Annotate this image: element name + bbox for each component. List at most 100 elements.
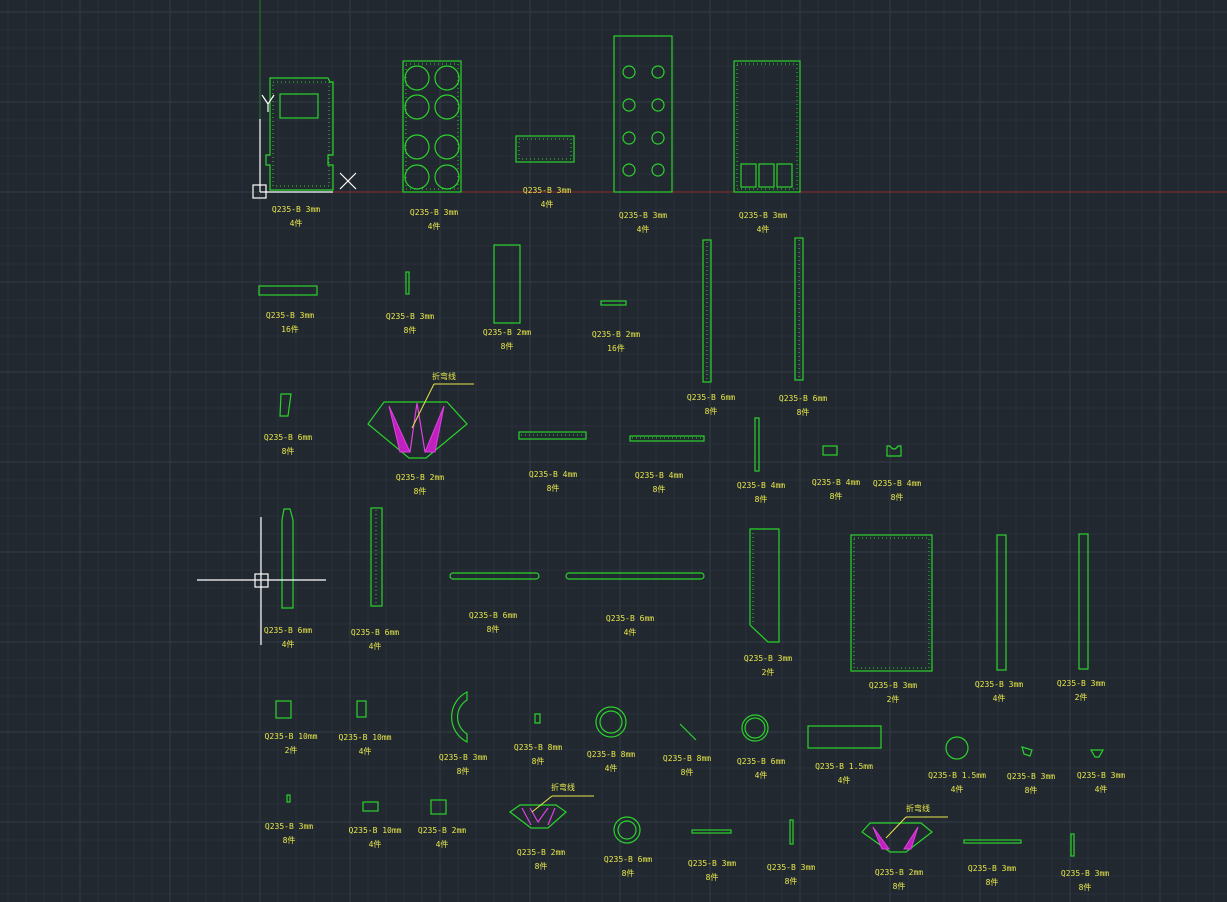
part-12-tapered-tab[interactable]	[279, 393, 292, 417]
part-20-vertical-bar[interactable]	[370, 507, 383, 607]
part-41-bent-bracket[interactable]	[508, 804, 567, 829]
part-quantity-label: 16件	[607, 343, 625, 353]
part-quantity-label: 4件	[755, 770, 768, 780]
part-quantity-label: 4件	[1095, 784, 1108, 794]
part-14-perforated-strip[interactable]	[518, 431, 587, 440]
part-18-small-saddle[interactable]	[886, 445, 902, 457]
part-40-small-square[interactable]	[430, 799, 447, 815]
part-material-label: Q235-B 10mm	[339, 733, 392, 742]
part-quantity-label: 4件	[605, 763, 618, 773]
part-17-small-block[interactable]	[822, 445, 838, 456]
part-material-label: Q235-B 6mm	[351, 628, 399, 637]
part-35-disc[interactable]	[945, 736, 969, 760]
part-quantity-label: 8件	[501, 341, 514, 351]
part-quantity-label: 8件	[706, 872, 719, 882]
part-quantity-label: 8件	[532, 756, 545, 766]
part-quantity-label: 8件	[705, 406, 718, 416]
part-material-label: Q235-B 3mm	[266, 311, 314, 320]
part-43-thin-bar[interactable]	[691, 829, 732, 834]
part-material-label: Q235-B 3mm	[975, 680, 1023, 689]
part-39-small-block[interactable]	[362, 801, 379, 812]
part-quantity-label: 8件	[282, 446, 295, 456]
part-3-small-plate[interactable]	[515, 135, 575, 163]
part-quantity-label: 8件	[893, 881, 906, 891]
part-29-arc-segment[interactable]	[451, 691, 468, 743]
part-44-short-vertical[interactable]	[789, 819, 794, 845]
part-31-ring[interactable]	[595, 706, 627, 738]
part-5-plate-with-slots[interactable]	[733, 60, 801, 193]
part-10-long-strip[interactable]	[702, 239, 712, 383]
part-34-flat-rect[interactable]	[807, 725, 882, 749]
part-19-vertical-bar[interactable]	[281, 508, 294, 609]
part-quantity-label: 2件	[1075, 692, 1088, 702]
part-25-vertical-bar[interactable]	[996, 534, 1007, 671]
part-material-label: Q235-B 3mm	[869, 681, 917, 690]
part-quantity-label: 8件	[457, 766, 470, 776]
part-9-thin-strip[interactable]	[600, 300, 627, 306]
part-36-small-tab[interactable]	[1021, 746, 1033, 757]
part-quantity-label: 8件	[755, 494, 768, 504]
part-1-plate-with-window[interactable]	[265, 77, 334, 191]
part-30-small-part[interactable]	[534, 713, 541, 724]
part-42-ring[interactable]	[613, 816, 641, 844]
part-material-label: Q235-B 3mm	[523, 186, 571, 195]
part-quantity-label: 4件	[428, 221, 441, 231]
part-45-bent-fan-small[interactable]	[861, 822, 933, 853]
part-46-thin-bar[interactable]	[963, 839, 1022, 844]
part-material-label: Q235-B 6mm	[606, 614, 654, 623]
part-2-plate-8-holes[interactable]	[402, 60, 462, 193]
bend-line-label: 折弯线	[551, 782, 575, 792]
part-47-short-vertical[interactable]	[1070, 833, 1075, 857]
part-material-label: Q235-B 8mm	[587, 750, 635, 759]
part-37-small-notch[interactable]	[1089, 749, 1105, 758]
part-15-perforated-strip[interactable]	[629, 435, 705, 442]
part-material-label: Q235-B 3mm	[272, 205, 320, 214]
part-quantity-label: 8件	[283, 835, 296, 845]
part-7-small-bar[interactable]	[405, 271, 410, 295]
part-material-label: Q235-B 10mm	[265, 732, 318, 741]
part-material-label: Q235-B 4mm	[873, 479, 921, 488]
crosshair-cursor-icon	[197, 517, 326, 645]
part-quantity-label: 2件	[887, 694, 900, 704]
part-material-label: Q235-B 3mm	[1007, 772, 1055, 781]
part-13-bent-fan-plate[interactable]	[367, 401, 468, 459]
part-27-small-square[interactable]	[275, 700, 292, 719]
part-quantity-label: 8件	[797, 407, 810, 417]
part-32-diagonal-rod[interactable]	[679, 723, 697, 741]
part-11-long-strip[interactable]	[794, 237, 804, 381]
part-quantity-label: 4件	[359, 746, 372, 756]
part-material-label: Q235-B 2mm	[418, 826, 466, 835]
part-material-label: Q235-B 2mm	[592, 330, 640, 339]
part-38-tiny-part[interactable]	[286, 794, 291, 803]
part-material-label: Q235-B 3mm	[619, 211, 667, 220]
part-22-long-horizontal-bar[interactable]	[565, 572, 705, 580]
part-material-label: Q235-B 3mm	[1057, 679, 1105, 688]
part-quantity-label: 8件	[547, 483, 560, 493]
part-23-tapered-plate[interactable]	[749, 528, 780, 643]
part-21-horizontal-bar[interactable]	[449, 572, 540, 580]
part-quantity-label: 4件	[624, 627, 637, 637]
part-material-label: Q235-B 1.5mm	[928, 771, 986, 780]
part-material-label: Q235-B 3mm	[439, 753, 487, 762]
part-33-ring[interactable]	[741, 714, 769, 742]
part-quantity-label: 8件	[1079, 882, 1092, 892]
part-quantity-label: 4件	[757, 224, 770, 234]
part-quantity-label: 8件	[414, 486, 427, 496]
part-material-label: Q235-B 3mm	[410, 208, 458, 217]
part-4-tall-plate-8-holes[interactable]	[613, 35, 673, 193]
part-material-label: Q235-B 1.5mm	[815, 762, 873, 771]
part-6-flat-bar[interactable]	[258, 285, 318, 296]
part-quantity-label: 4件	[282, 639, 295, 649]
part-material-label: Q235-B 6mm	[264, 626, 312, 635]
part-quantity-label: 2件	[285, 745, 298, 755]
part-material-label: Q235-B 6mm	[779, 394, 827, 403]
part-quantity-label: 4件	[993, 693, 1006, 703]
part-material-label: Q235-B 3mm	[265, 822, 313, 831]
part-8-rect-plate[interactable]	[493, 244, 521, 324]
part-26-vertical-bar[interactable]	[1078, 533, 1089, 670]
part-24-large-plate[interactable]	[850, 534, 933, 672]
part-28-small-block[interactable]	[356, 700, 367, 718]
part-quantity-label: 8件	[1025, 785, 1038, 795]
part-16-vertical-strip[interactable]	[754, 417, 760, 472]
